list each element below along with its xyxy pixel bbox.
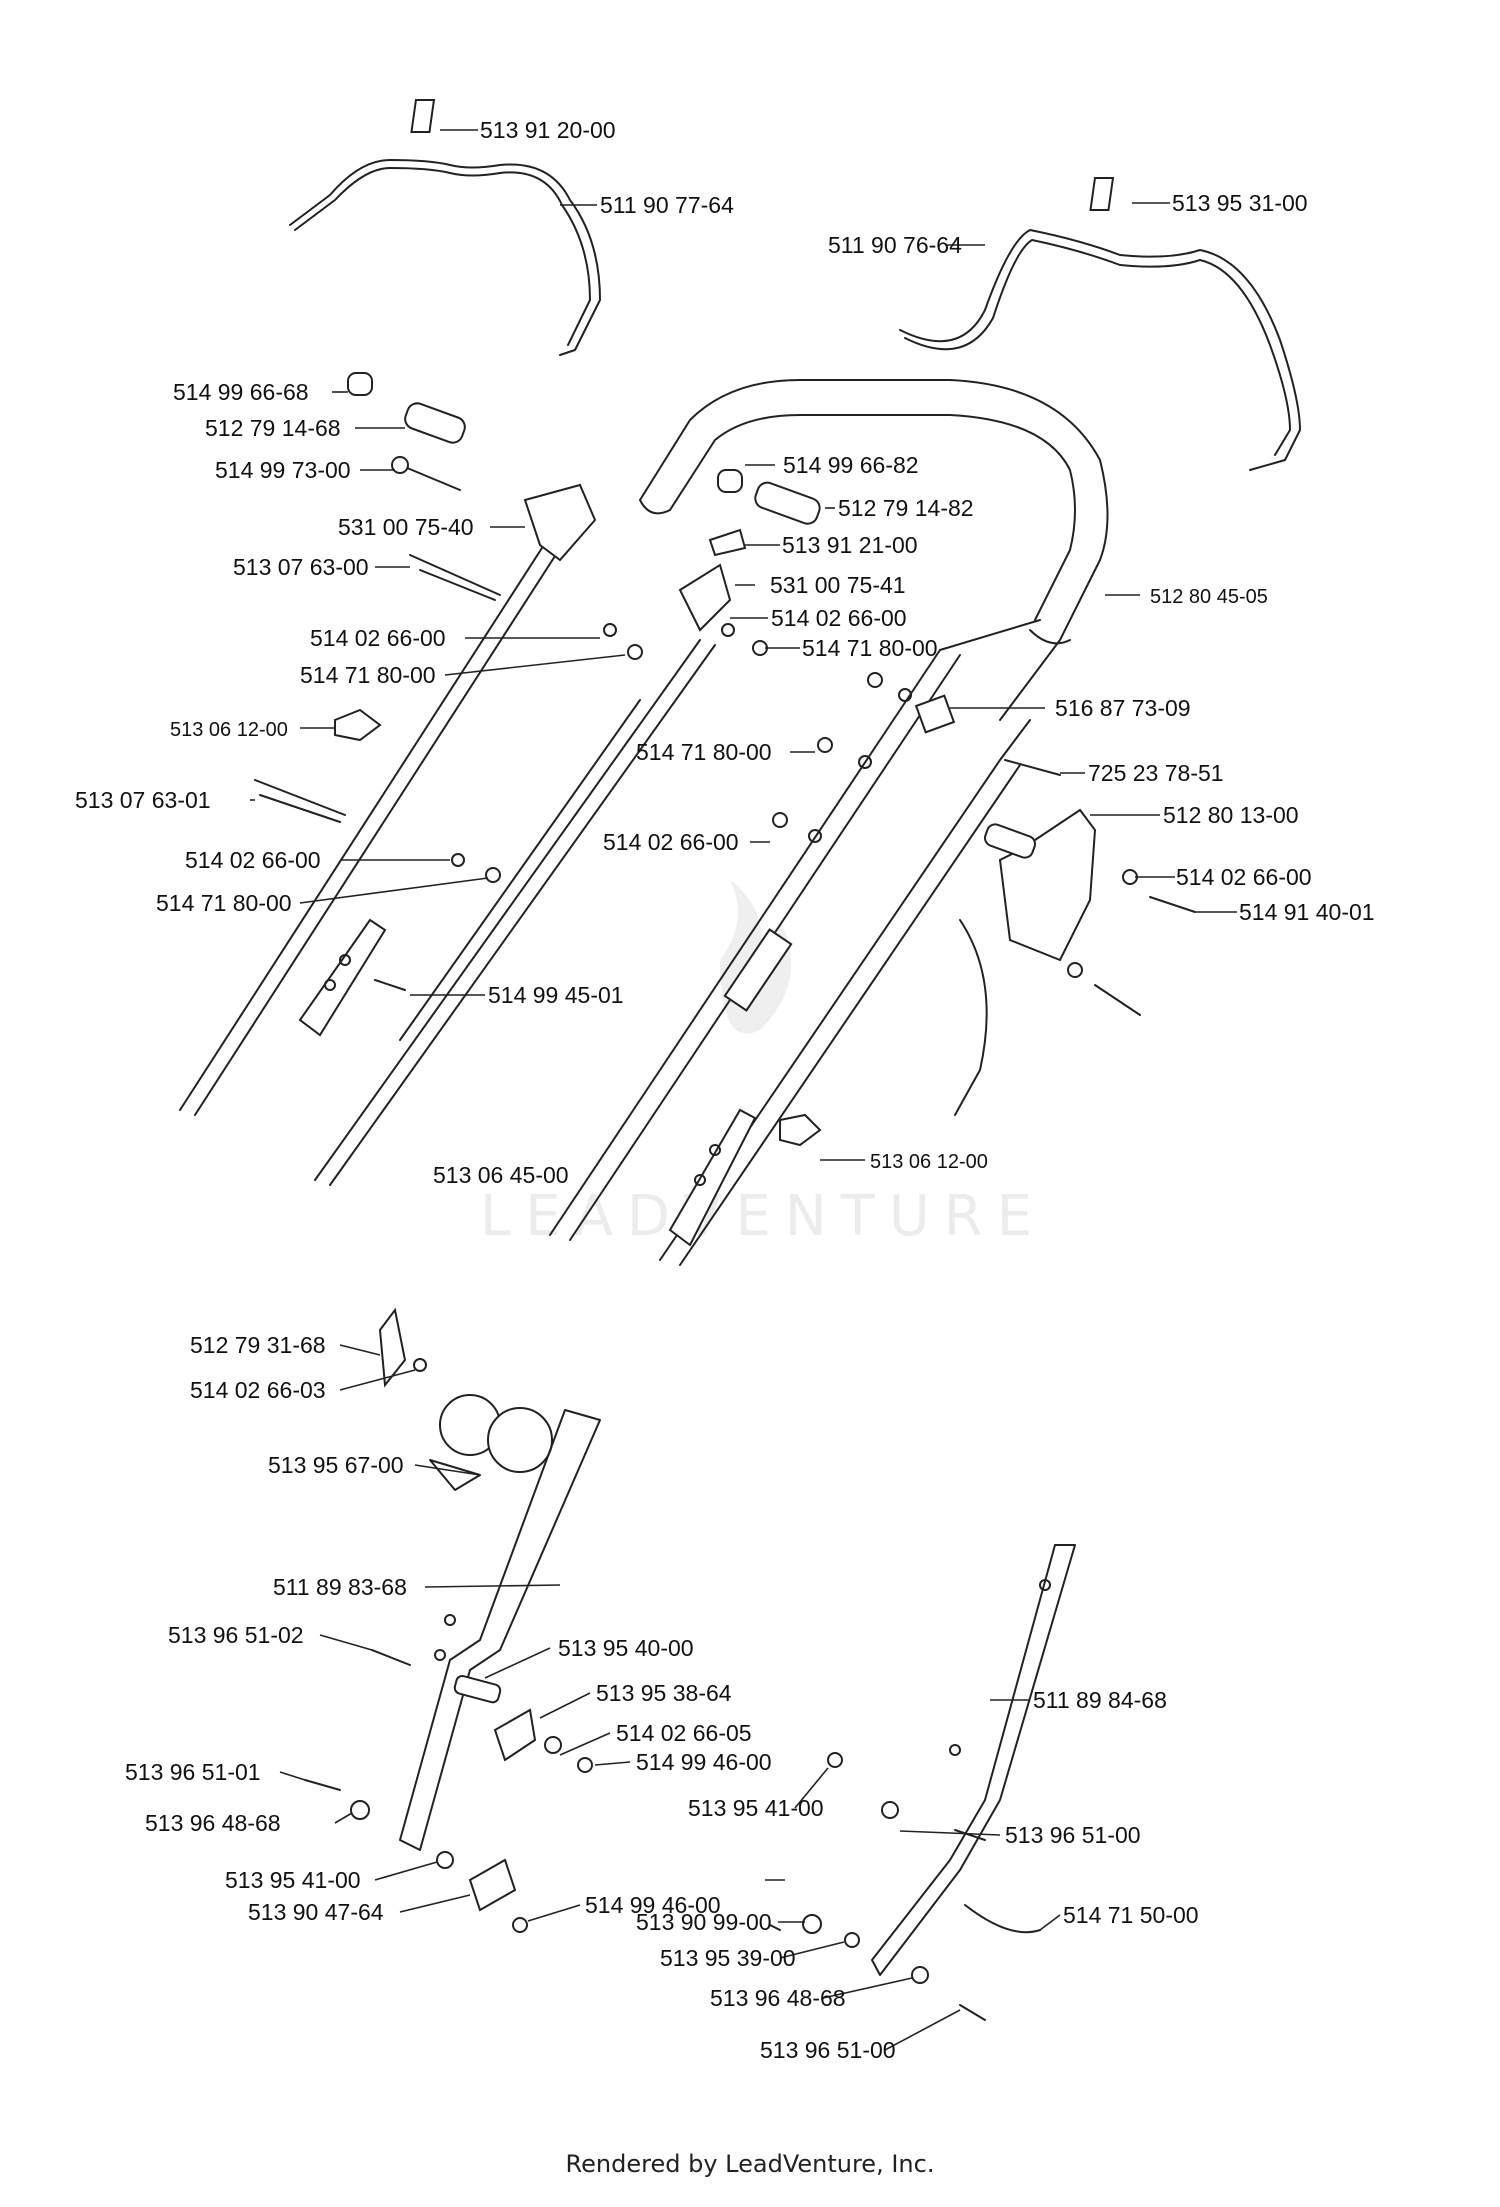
part-label: 511 90 76-64 — [828, 232, 962, 258]
part-label: 514 71 80-00 — [802, 635, 938, 661]
bracket-531-00-75-41 — [678, 563, 732, 632]
part-label: 514 99 46-00 — [585, 1892, 721, 1918]
bracket-513-90-47-64 — [468, 1858, 517, 1912]
ring-513-90-99-00 — [802, 1914, 822, 1934]
label-513-91-21-00 — [708, 528, 747, 557]
plate-513-95-38-64 — [493, 1708, 537, 1762]
part-label: 513 07 63-00 — [233, 554, 369, 580]
part-label: 513 96 51-00 — [1005, 1822, 1141, 1848]
part-label: 513 96 51-02 — [168, 1622, 304, 1648]
part-label: 514 02 66-03 — [190, 1377, 326, 1403]
part-label: 513 90 99-00 — [636, 1909, 772, 1935]
part-label: 516 87 73-09 — [1055, 695, 1191, 721]
bolt-514-91-40-01 — [1149, 896, 1196, 913]
part-label: 514 71 80-00 — [636, 739, 772, 765]
part-label: 514 71 80-00 — [156, 890, 292, 916]
part-label: 513 06 12-00 — [170, 719, 288, 741]
lower-strut-left — [399, 1409, 601, 1851]
part-label: 513 96 51-01 — [125, 1759, 261, 1785]
part-label: 514 99 46-00 — [636, 1749, 772, 1775]
part-label: 514 02 66-00 — [603, 829, 739, 855]
watermark: LEADVENTURE — [480, 880, 1046, 1249]
part-label: 513 95 40-00 — [558, 1635, 694, 1661]
part-labels: 513 91 20-00 511 90 77-64 513 95 31-00 5… — [75, 117, 1375, 2063]
part-label: 514 91 40-01 — [1239, 899, 1375, 925]
clip-513-06-12-00 — [334, 708, 382, 742]
cable-clamp-516-87-73-09 — [914, 694, 956, 734]
cap-514-99-66-68 — [347, 372, 373, 396]
part-label: 513 95 31-00 — [1172, 190, 1308, 216]
part-label: 531 00 75-40 — [338, 514, 474, 540]
part-label: 513 06 12-00 — [870, 1151, 988, 1173]
lower-tube-left-b — [314, 639, 701, 1181]
footer-credit: Rendered by LeadVenture, Inc. — [565, 2150, 935, 2178]
part-label: 512 80 45-05 — [1150, 586, 1268, 608]
part-label: 514 71 80-00 — [300, 662, 436, 688]
part-label: 514 02 66-05 — [616, 1720, 752, 1746]
lower-tube-left-a — [179, 519, 561, 1111]
part-label: 514 02 66-00 — [185, 847, 321, 873]
part-label: 512 79 14-68 — [205, 415, 341, 441]
part-label: 511 90 77-64 — [600, 192, 734, 218]
knob-512-79-31-68 — [378, 1307, 407, 1388]
part-label: 514 71 50-00 — [1063, 1902, 1199, 1928]
bail-sleeve-left — [410, 99, 436, 133]
part-label: 513 07 63-01 — [75, 787, 211, 813]
part-label: 511 89 83-68 — [273, 1574, 407, 1600]
part-label: 511 89 84-68 — [1033, 1687, 1167, 1713]
part-label: 513 96 48-68 — [710, 1985, 846, 2011]
grip-512-79-14-68 — [404, 402, 466, 444]
bolt-513-96-51-02 — [371, 1649, 411, 1666]
part-label: 513 91 20-00 — [480, 117, 616, 143]
part-label: 514 99 45-01 — [488, 982, 624, 1008]
part-label: 513 95 41-00 — [688, 1795, 824, 1821]
cap-514-99-66-82 — [717, 469, 743, 493]
part-label: 512 80 13-00 — [1163, 802, 1299, 828]
part-label: 725 23 78-51 — [1088, 760, 1224, 786]
bolt-513-96-51-00 — [954, 1829, 986, 1841]
part-label: 514 99 66-82 — [783, 452, 919, 478]
bolt-513-96-51-00-b — [959, 2004, 986, 2021]
lower-strut-right — [871, 1544, 1076, 1976]
part-label: 514 02 66-00 — [771, 605, 907, 631]
part-label: 513 95 41-00 — [225, 1867, 361, 1893]
lower-strap — [298, 918, 387, 1037]
part-label: 531 00 75-41 — [770, 572, 906, 598]
cable-tube-a — [399, 699, 641, 1041]
bolt-513-96-51-01 — [304, 1779, 341, 1791]
bracket-531-00-75-40 — [523, 483, 597, 562]
bail-sleeve-right — [1089, 177, 1115, 211]
bolt-725-23-78-51 — [1004, 759, 1061, 776]
part-label: 513 91 21-00 — [782, 532, 918, 558]
part-label: 513 95 38-64 — [596, 1680, 732, 1706]
part-label: 513 96 51-00 — [760, 2037, 896, 2063]
part-label: 513 95 67-00 — [268, 1452, 404, 1478]
part-label: 513 95 39-00 — [660, 1945, 796, 1971]
watermark-text: LEADVENTURE — [480, 1184, 1046, 1249]
leader-lines — [250, 129, 1237, 2051]
grip-512-79-14-82 — [754, 481, 821, 525]
lower-assembly — [304, 1307, 1076, 2021]
cable-sleeve — [723, 928, 793, 1012]
part-label: 512 79 31-68 — [190, 1332, 326, 1358]
bail-bar-left — [289, 159, 601, 356]
upper-assembly — [179, 99, 1301, 1266]
nut-513-96-48-68 — [350, 1800, 370, 1820]
part-label: 513 06 45-00 — [433, 1162, 569, 1188]
right-tube — [549, 619, 1041, 1236]
part-label: 512 79 14-82 — [838, 495, 974, 521]
bail-bar-right — [899, 229, 1301, 471]
part-label: 514 99 66-68 — [173, 379, 309, 405]
upper-handle — [639, 379, 1109, 721]
part-label: 513 90 47-64 — [248, 1899, 384, 1925]
pin-513-95-40-00 — [453, 1674, 502, 1704]
bolt-514-99-73-00 — [399, 464, 461, 491]
clip-514-71-50-00 — [964, 1904, 1041, 1934]
part-label: 514 02 66-00 — [1176, 864, 1312, 890]
part-label: 514 99 73-00 — [215, 457, 351, 483]
part-label: 514 02 66-00 — [310, 625, 446, 651]
clip-513-06-12-00-right — [779, 1113, 822, 1147]
part-label: 513 96 48-68 — [145, 1810, 281, 1836]
